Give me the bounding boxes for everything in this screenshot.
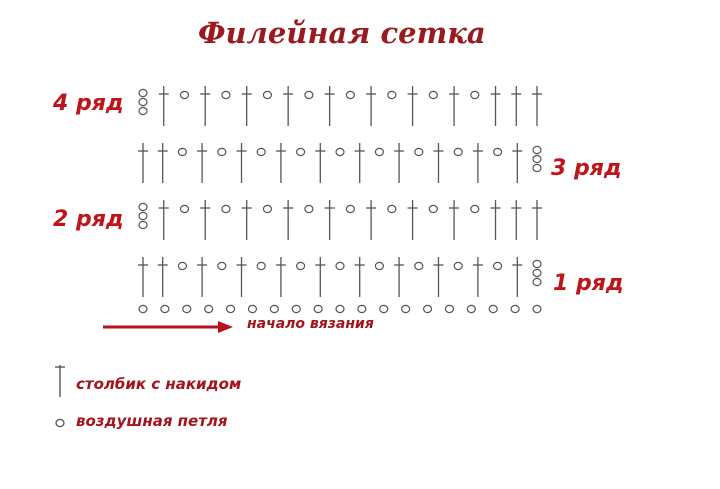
start-arrow [103,321,233,333]
row-label-4: 4 ряд [53,91,124,116]
chain-loop [335,147,345,157]
chart-row-2 [138,200,542,240]
chain-loop [313,304,323,314]
chain-loop [291,304,301,314]
chain-loop [532,268,542,278]
chain-loop [138,220,148,230]
chain-loop [387,204,397,214]
chain-loop [510,304,520,314]
chain-loop [256,147,266,157]
chain-loop [532,145,542,155]
chain-loop [493,147,503,157]
chain-loop [532,259,542,269]
chain-loop [177,147,187,157]
chain-loop [374,147,384,157]
chain-loop [296,147,306,157]
chain-loop [532,277,542,287]
chain-loop [138,97,148,107]
chain-loop [379,304,389,314]
chain-loop [269,304,279,314]
page-title: Филейная сетка [198,16,486,50]
chart-row-3 [138,143,542,183]
chain-loop [262,90,273,100]
chain-loop [488,304,498,314]
chain-loop [304,204,314,214]
chain-loop [387,90,397,100]
chain-loop [345,204,355,214]
legend-chain-symbol [55,418,65,428]
legend-chain-label: воздушная петля [76,412,228,430]
chain-loop [466,304,476,314]
chain-loop [493,261,503,271]
chain-loop [444,304,455,314]
chain-loop [256,261,266,271]
chain-loop [453,147,463,157]
chain-loop [182,304,192,314]
chain-loop [335,304,345,314]
chain-loop [221,204,231,214]
chain-loop [138,106,148,116]
chain-loop [179,204,190,214]
chain-loop [414,261,424,271]
chain-loop [532,304,542,314]
chart-row-1 [138,257,542,297]
chain-loop [532,154,542,164]
row-label-3: 3 ряд [551,156,622,181]
chart-symbols [138,86,542,314]
chain-loop [221,90,231,100]
chain-loop [138,211,148,221]
chain-loop [428,90,438,100]
chain-loop [138,202,148,212]
chain-loop [217,261,227,271]
row-label-2: 2 ряд [53,207,124,232]
chain-loop [345,90,355,100]
chain-loop [422,304,433,314]
chart-row-4 [138,86,542,126]
chain-loop [262,204,273,214]
chain-loop [217,147,227,157]
start-label: начало вязания [247,316,374,332]
chain-loop [247,304,258,314]
legend-dc-label: столбик с накидом [76,375,242,393]
chain-loop [453,261,463,271]
chain-loop [177,261,187,271]
chain-loop [414,147,424,157]
chain-loop [296,261,306,271]
chain-loop [532,163,542,173]
row-label-1: 1 ряд [553,271,624,296]
chain-loop [401,304,411,314]
chain-loop [357,304,367,314]
chain-loop [470,90,480,100]
chain-loop [160,304,170,314]
legend-dc-symbol [55,365,65,397]
chain-loop [204,304,214,314]
foundation-chain [138,304,542,314]
chain-loop [138,304,148,314]
chain-loop [179,90,190,100]
chain-loop [225,304,236,314]
chain-loop [428,204,438,214]
chain-loop [138,88,148,98]
chain-loop [335,261,345,271]
chain-loop [304,90,314,100]
chain-loop [374,261,384,271]
chain-loop [470,204,480,214]
